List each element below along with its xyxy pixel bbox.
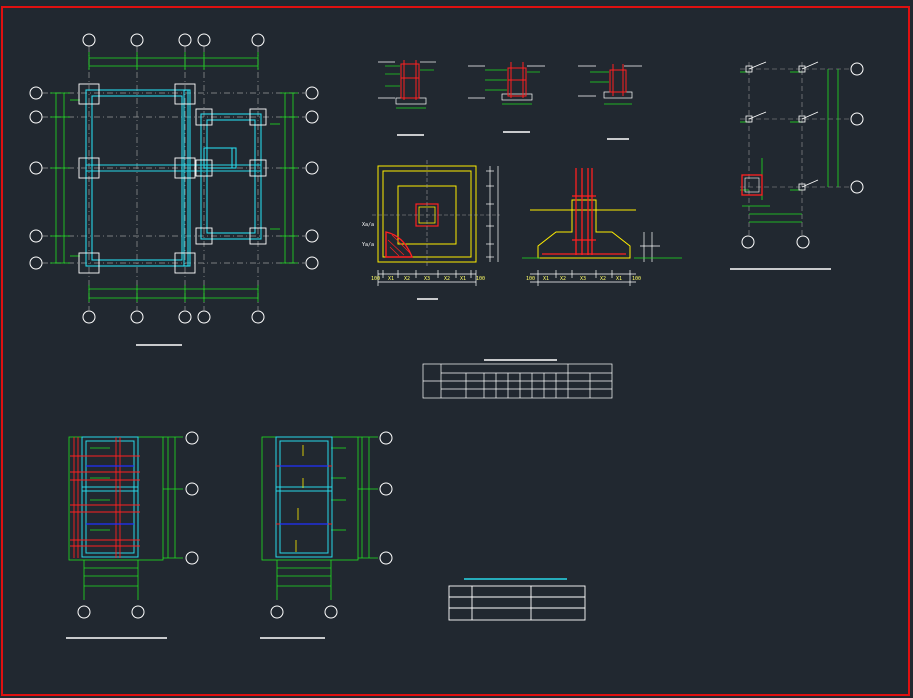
schedule-table-1[interactable] [422, 359, 613, 399]
schedule-table-2[interactable] [448, 578, 586, 621]
section-dim-label: 100 [526, 276, 535, 282]
footing-plan-label-x: Xa/a [362, 222, 374, 228]
footing-dim-label: 100 [476, 276, 485, 282]
section-dimension-labels: 100 X1 X2 X3 X2 X1 100 [526, 276, 641, 282]
section-detail-2[interactable] [468, 62, 545, 133]
footing-dim-label: X2 [404, 276, 410, 282]
section-dim-label: X2 [560, 276, 566, 282]
plan-column-pads [78, 83, 267, 274]
bottom-middle-plan[interactable] [260, 431, 393, 639]
foundation-plan[interactable] [29, 33, 319, 346]
footing-plan-detail[interactable]: Xa/a Ya/a 100 X1 X2 X3 X2 X1 100 [362, 160, 500, 300]
partial-plan-top-right[interactable] [730, 61, 864, 270]
footing-plan-label-y: Ya/a [362, 242, 374, 248]
plan-axis-bubbles[interactable] [29, 33, 319, 324]
footing-dimension-labels: 100 X1 X2 X3 X2 X1 100 [371, 276, 485, 282]
section-dim-label: X1 [616, 276, 622, 282]
bottom-left-plan[interactable] [66, 431, 199, 639]
section-detail-3[interactable] [578, 64, 642, 140]
section-detail-1[interactable] [378, 60, 436, 136]
plan-foundation-beams [85, 89, 262, 267]
section-dim-label: 100 [632, 276, 641, 282]
footing-dim-label: X1 [460, 276, 466, 282]
footing-dim-label: 100 [371, 276, 380, 282]
section-dim-label: X3 [580, 276, 586, 282]
section-dim-label: X2 [600, 276, 606, 282]
section-dim-label: X1 [543, 276, 549, 282]
footing-section-detail[interactable]: 100 X1 X2 X3 X2 X1 100 [522, 168, 682, 286]
plan-dimension-lines [50, 52, 298, 302]
footing-dim-label: X2 [444, 276, 450, 282]
footing-dim-label: X1 [388, 276, 394, 282]
footing-dim-label: X3 [424, 276, 430, 282]
